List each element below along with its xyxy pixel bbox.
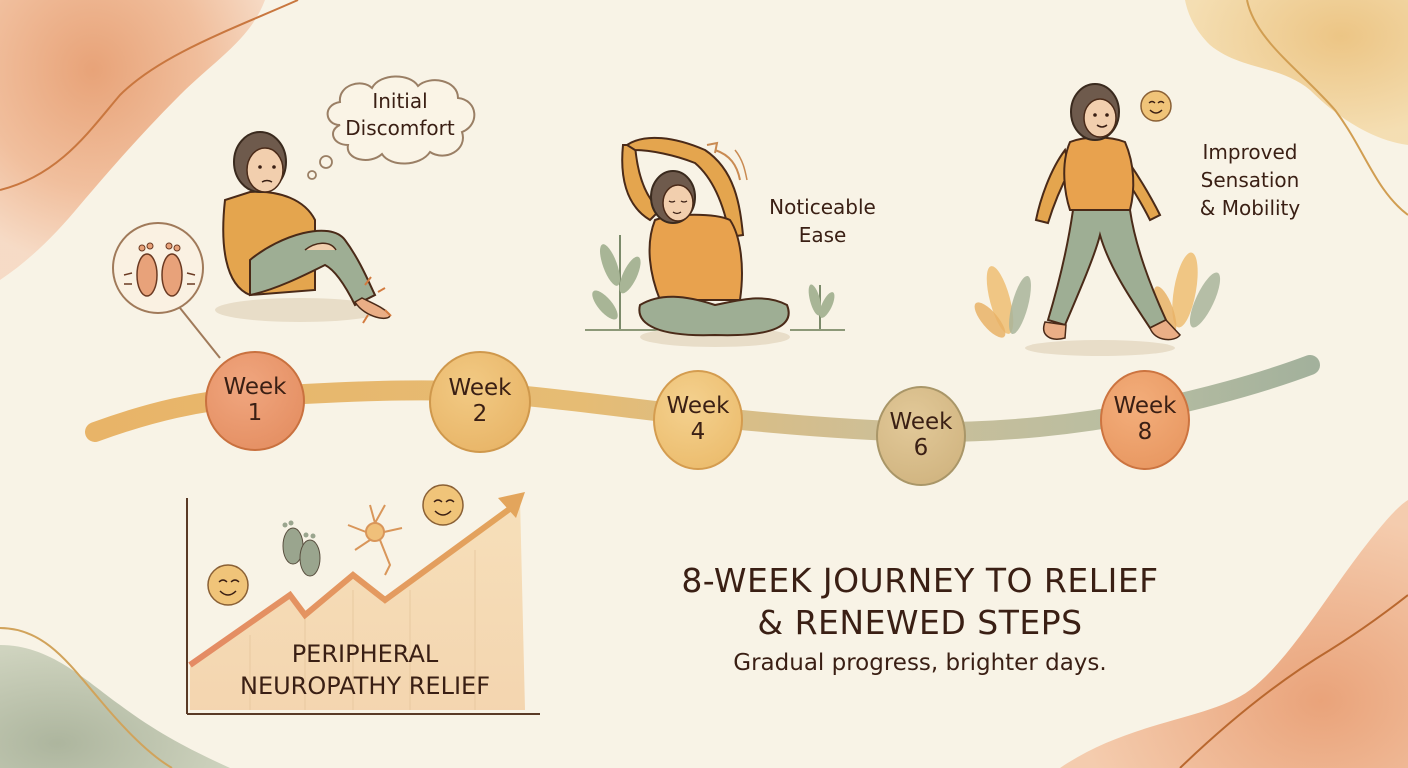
milestone-label: Week xyxy=(666,393,730,420)
footprints-icon xyxy=(282,520,321,577)
stage-2-illustration xyxy=(585,136,845,347)
bottom-left-wash xyxy=(0,645,230,768)
top-left-wash xyxy=(0,0,265,280)
milestone-label: Week xyxy=(223,374,287,401)
smiley-face-icon xyxy=(422,484,464,526)
milestone-week-4: Week 4 xyxy=(653,370,743,470)
main-title-line-2: & RENEWED STEPS xyxy=(757,603,1083,642)
thought-bubble xyxy=(307,75,476,180)
milestone-label: Week xyxy=(889,409,953,436)
smiley-face-icon xyxy=(207,564,249,606)
motion-arrow-icon xyxy=(706,141,748,181)
plant-right-icon xyxy=(790,284,845,331)
main-title-line-1: 8-WEEK JOURNEY TO RELIEF xyxy=(681,561,1159,600)
milestone-number: 1 xyxy=(247,400,263,426)
walking-woman-figure xyxy=(1025,83,1181,356)
milestone-number: 2 xyxy=(472,401,488,427)
top-right-wash xyxy=(1185,0,1408,145)
milestone-label: Week xyxy=(448,375,512,402)
milestone-week-1: Week 1 xyxy=(205,351,305,451)
trend-arrow-icon xyxy=(188,502,517,668)
chart-panel-title: PERIPHERAL NEUROPATHY RELIEF xyxy=(240,640,490,700)
bush-left-icon xyxy=(974,266,1031,338)
stage-3-caption: Improved Sensation & Mobility xyxy=(1199,140,1301,220)
stage-2-caption: Noticeable Ease xyxy=(769,195,876,247)
seated-woman-figure xyxy=(215,131,392,324)
milestone-week-2: Week 2 xyxy=(429,351,531,453)
milestone-label: Week xyxy=(1113,393,1177,420)
stage-1-caption: Initial Discomfort xyxy=(345,89,455,140)
milestone-number: 8 xyxy=(1137,419,1153,445)
progress-chart-panel xyxy=(186,484,540,715)
milestone-week-6: Week 6 xyxy=(876,386,966,486)
stage-1-illustration xyxy=(112,75,476,359)
tingling-feet-icon xyxy=(112,222,221,359)
bottom-right-wash xyxy=(1060,500,1408,768)
bush-right-icon xyxy=(1153,252,1221,334)
milestone-number: 6 xyxy=(913,435,929,461)
stage-3-illustration xyxy=(974,83,1221,356)
main-title-block: 8-WEEK JOURNEY TO RELIEF & RENEWED STEPS… xyxy=(620,560,1220,676)
plant-left-icon xyxy=(585,235,665,331)
milestone-week-8: Week 8 xyxy=(1100,370,1190,470)
nerve-cell-icon xyxy=(347,504,403,576)
subtitle: Gradual progress, brighter days. xyxy=(733,650,1107,676)
milestone-number: 4 xyxy=(690,419,706,445)
stretching-woman-figure xyxy=(621,136,790,347)
smiley-face-icon xyxy=(1140,90,1172,122)
